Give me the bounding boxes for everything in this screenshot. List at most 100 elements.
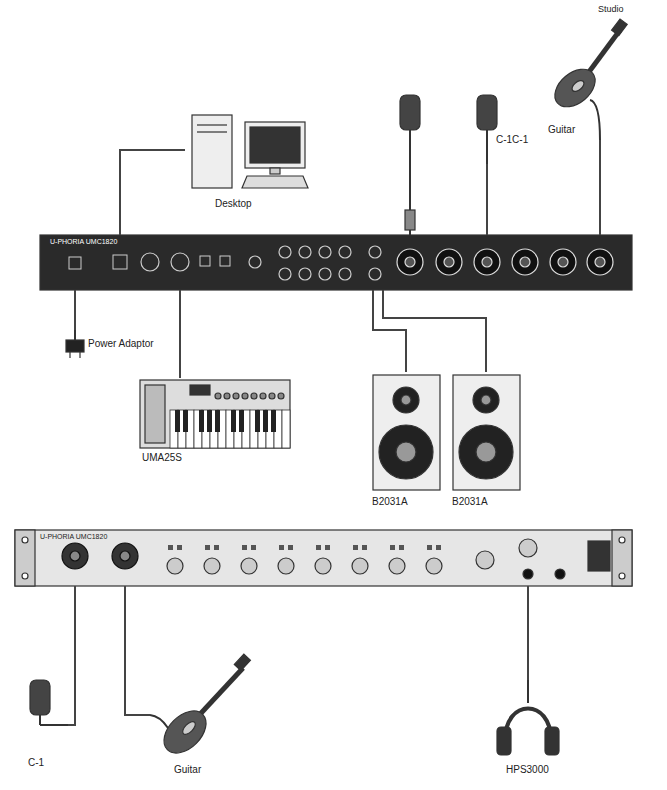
cable (373, 290, 406, 372)
combo-jack (70, 551, 80, 561)
phones-jack (523, 569, 533, 579)
interface-front-panel: U-PHORIA UMC1820 (15, 530, 632, 586)
controller-knob (251, 393, 257, 399)
controller-knob (269, 393, 275, 399)
monitor-output-jack (369, 268, 381, 280)
gain-knob (167, 558, 183, 574)
combo-jack (112, 543, 138, 569)
led (168, 545, 173, 550)
midi-port (141, 253, 159, 271)
phones-knob (519, 539, 537, 557)
midi-port (171, 253, 189, 271)
combo-jack (587, 249, 613, 275)
speaker-device: B2031A (370, 372, 442, 512)
combo-jack (474, 249, 500, 275)
cable (527, 586, 529, 680)
gain-knob (315, 558, 331, 574)
controller-knob (215, 393, 221, 399)
combo-jack (436, 249, 462, 275)
black-key (263, 410, 268, 432)
gain-knob (389, 558, 405, 574)
combo-jack (595, 257, 605, 267)
led (325, 545, 330, 550)
black-key (231, 410, 236, 432)
gain-knob (278, 558, 294, 574)
combo-jack (550, 249, 576, 275)
spdif-port (200, 256, 210, 266)
combo-jack (512, 249, 538, 275)
line-output-jack (319, 268, 331, 280)
headphones-device: HPS3000 (480, 680, 576, 780)
microphone-device: C-1C-1 (474, 92, 536, 164)
power-socket (69, 257, 81, 269)
led (436, 545, 441, 550)
black-key (199, 410, 204, 432)
keyboard-device: UMA25S (138, 378, 294, 470)
device-label: Guitar (548, 124, 575, 136)
gain-knob (204, 558, 220, 574)
gain-knob (241, 558, 257, 574)
line-output-jack (279, 268, 291, 280)
gain-knob (352, 558, 368, 574)
device-label: B2031A (452, 496, 488, 508)
controller-knob (224, 393, 230, 399)
led (399, 545, 404, 550)
microphone-device: C-1 (22, 675, 68, 775)
cable (125, 586, 150, 715)
led (205, 545, 210, 550)
device-label: Power Adaptor (88, 338, 154, 350)
led (279, 545, 284, 550)
device-label: UMA25S (142, 452, 182, 464)
combo-jack (397, 249, 423, 275)
black-key (175, 410, 180, 432)
cable (74, 290, 76, 330)
gain-knob (426, 558, 442, 574)
interface-rear-panel: U-PHORIA UMC1820 (40, 235, 632, 290)
line-output-jack (299, 268, 311, 280)
led (242, 545, 247, 550)
monitor-output-jack (369, 246, 381, 258)
led (214, 545, 219, 550)
led (390, 545, 395, 550)
combo-jack (444, 257, 454, 267)
cable (179, 290, 181, 378)
led (427, 545, 432, 550)
black-key (255, 410, 260, 432)
led (353, 545, 358, 550)
cable (383, 290, 486, 372)
cable (120, 150, 185, 235)
cable (599, 140, 601, 235)
controller-knob (242, 393, 248, 399)
computer-device: Desktop (185, 112, 313, 212)
led (316, 545, 321, 550)
power-adaptor-device: Power Adaptor (60, 330, 172, 360)
controller-knob (233, 393, 239, 399)
note-label: Studio (598, 4, 624, 14)
device-label: Desktop (215, 198, 252, 210)
controller-knob (278, 393, 284, 399)
spdif-port (220, 256, 230, 266)
combo-jack (482, 257, 492, 267)
cable (68, 586, 75, 725)
combo-jack (405, 257, 415, 267)
combo-jack (120, 551, 130, 561)
combo-jack (520, 257, 530, 267)
black-key (239, 410, 244, 432)
black-key (271, 410, 276, 432)
line-output-jack (339, 246, 351, 258)
controller-knob (260, 393, 266, 399)
led (251, 545, 256, 550)
device-label: B2031A (372, 496, 408, 508)
line-output-jack (339, 268, 351, 280)
led (288, 545, 293, 550)
led (177, 545, 182, 550)
usb-port (113, 255, 127, 269)
device-label: C-1C-1 (496, 134, 528, 146)
black-key (183, 410, 188, 432)
device-label: Guitar (174, 764, 201, 776)
device-label: U-PHORIA UMC1820 (40, 533, 107, 541)
speaker-device: B2031A (450, 372, 522, 512)
